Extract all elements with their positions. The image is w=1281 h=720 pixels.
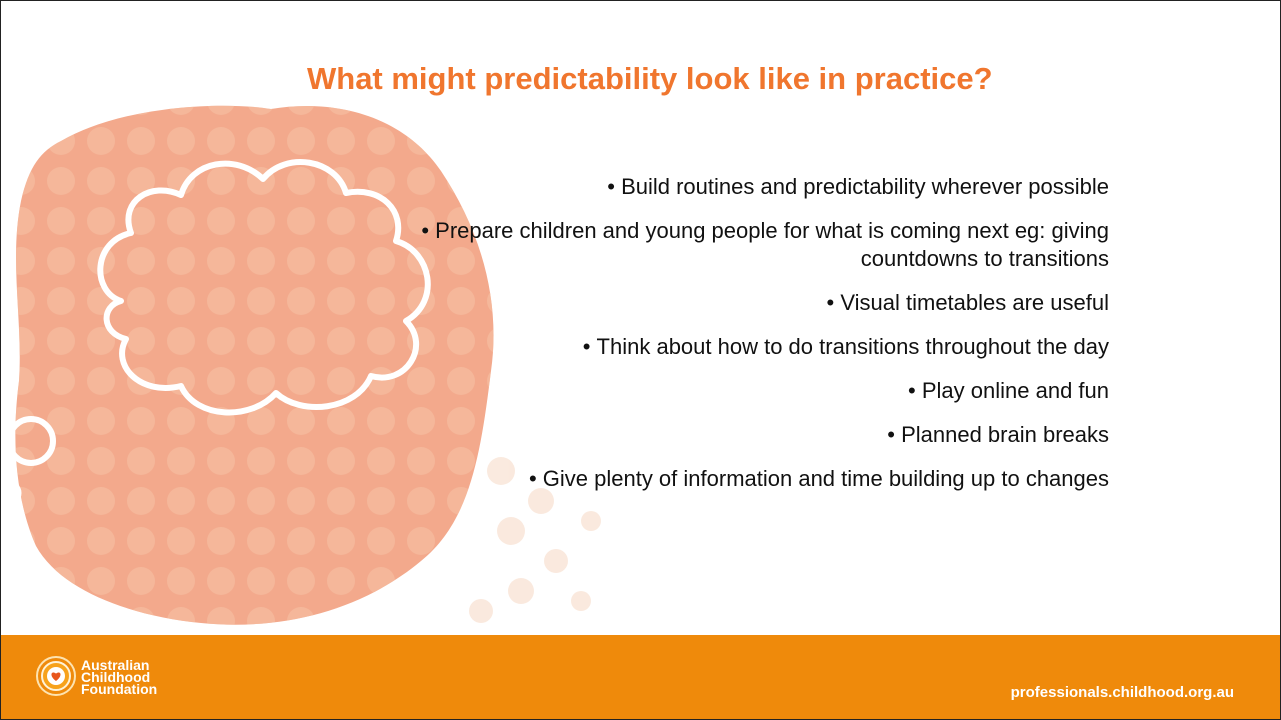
heart-sun-logo-icon: [36, 656, 76, 696]
thought-cloud-decoration: [1, 105, 601, 625]
slide-title: What might predictability look like in p…: [307, 61, 993, 96]
bullet-list: Build routines and predictability wherev…: [419, 173, 1109, 509]
bullet-item: Give plenty of information and time buil…: [419, 465, 1109, 493]
bullet-item: Think about how to do transitions throug…: [419, 333, 1109, 361]
bullet-item: Build routines and predictability wherev…: [419, 173, 1109, 201]
bullet-item: Prepare children and young people for wh…: [419, 217, 1109, 273]
bullet-item: Planned brain breaks: [419, 421, 1109, 449]
thought-cloud-icon: [97, 159, 431, 416]
bullet-item: Play online and fun: [419, 377, 1109, 405]
logo-line: Childhood: [81, 669, 151, 685]
bullet-item: Visual timetables are useful: [419, 289, 1109, 317]
footer-url: professionals.childhood.org.au: [1010, 684, 1234, 701]
logo-line: Foundation: [81, 681, 158, 697]
thought-bubble-small: [6, 416, 56, 466]
logo-wordmark: Australian Childhood Foundation: [81, 657, 158, 697]
logo-line: Australian: [81, 657, 150, 673]
footer-bar: Australian Childhood Foundation professi…: [1, 635, 1280, 719]
